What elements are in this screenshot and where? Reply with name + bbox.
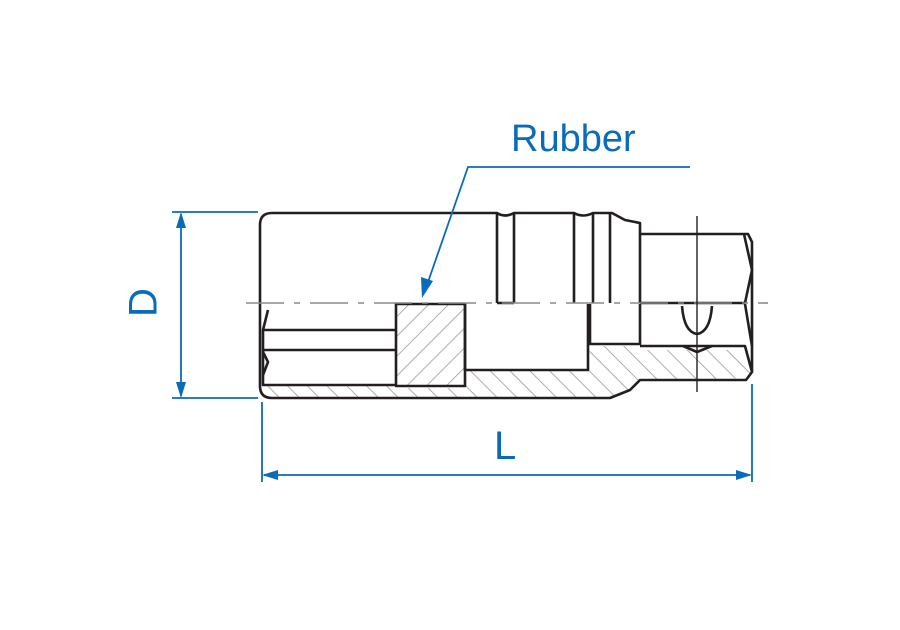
drive-square-chamfer — [742, 233, 754, 304]
d-arrow-top — [176, 212, 186, 228]
inner-bore-edge — [463, 304, 590, 372]
diameter-dimension-label: D — [121, 288, 166, 317]
rubber-label: Rubber — [511, 118, 636, 160]
l-arrow-right — [736, 470, 752, 480]
rubber-leader-line — [427, 166, 690, 283]
socket-body-outline — [258, 211, 754, 400]
inner-bore-edge — [588, 304, 642, 346]
drive-square-edge — [640, 344, 754, 373]
d-arrow-bottom — [176, 382, 186, 398]
rubber-leader-arrow — [421, 277, 433, 298]
length-dimension-label: L — [494, 424, 517, 468]
rubber-section-hatch — [396, 304, 465, 386]
wall-section-hatch — [262, 346, 752, 398]
drive-square-chamfer — [743, 303, 754, 347]
hex-cavity-edge — [261, 309, 396, 387]
l-arrow-left — [262, 470, 278, 480]
hex-cavity-edge — [261, 351, 270, 376]
